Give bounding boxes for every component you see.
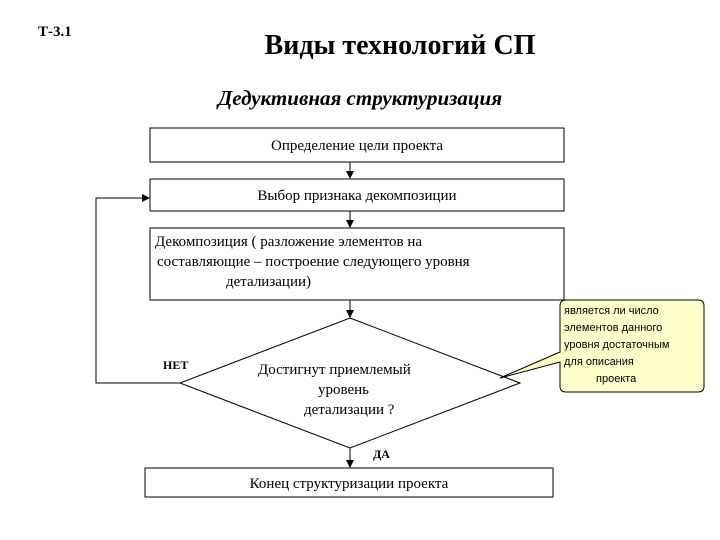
decomposition-line-1: Декомпозиция ( разложение элементов на [155, 234, 423, 250]
page-subtitle: Дедуктивная структуризация [217, 86, 503, 110]
end-box-label: Конец структуризации проекта [249, 476, 449, 492]
loop-back-line [95, 194, 180, 384]
end-box [144, 467, 554, 498]
callout-line-1: является ли число [564, 305, 659, 317]
yes-label: ДА [373, 447, 390, 461]
page-title: Виды технологий СП [0, 30, 720, 62]
page-title-text: Виды технологий СП [264, 30, 536, 61]
slide-id: Т-3.1 [38, 24, 72, 40]
decomposition-box [149, 227, 565, 301]
decision-line-3: детализации ? [304, 402, 395, 418]
feature-box-label: Выбор признака декомпозиции [257, 188, 457, 204]
callout-text: является ли число элементов данного уров… [562, 303, 702, 388]
goal-box-label: Определение цели проекта [270, 138, 444, 154]
feature-box [149, 178, 565, 212]
callout-shape [499, 299, 705, 393]
callout-line-3: уровня достаточным [564, 339, 670, 351]
decomposition-line-2: составляющие – построение следующего уро… [157, 254, 470, 270]
decomposition-box-text: Декомпозиция ( разложение элементов на с… [150, 232, 564, 292]
callout-line-4: для описания [564, 356, 634, 368]
no-label: НЕТ [163, 358, 189, 372]
goal-box [149, 127, 565, 163]
callout-line-2: элементов данного [564, 322, 663, 334]
decision-text: Достигнут приемлемый уровень детализации… [258, 360, 458, 420]
decision-line-2: уровень [318, 382, 370, 398]
callout-line-5: проекта [596, 373, 637, 385]
decomposition-line-3: детализации) [226, 274, 311, 290]
decision-line-1: Достигнут приемлемый [258, 362, 411, 378]
